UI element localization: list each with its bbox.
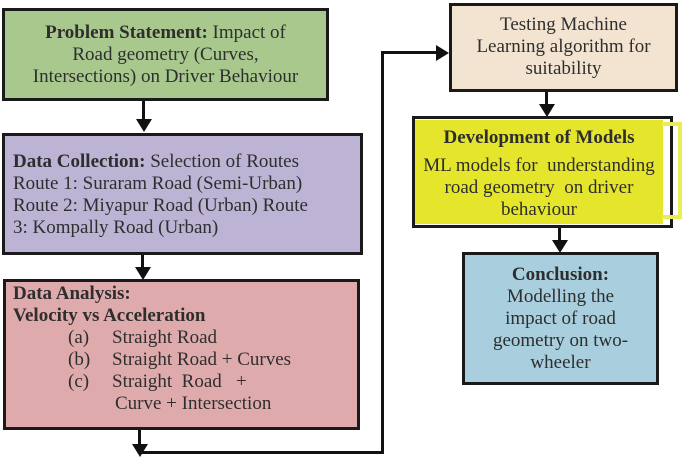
text-line: Road geometry (Curves, — [72, 44, 259, 65]
text-line: Testing Machine — [500, 14, 627, 35]
list-item: (b) Straight Road + Curves — [13, 349, 353, 371]
arrow-collection-to-analysis — [141, 255, 144, 269]
text-line: behaviour — [501, 199, 577, 220]
data-analysis-box: Data Analysis: Velocity vs Acceleration … — [3, 279, 360, 430]
arrowhead-down-icon — [552, 240, 568, 253]
highlight-overflow — [662, 122, 682, 219]
collection-title: Data Collection: — [13, 151, 146, 172]
list-item-continuation: Curve + Intersection — [115, 393, 272, 414]
text-line: Learning algorithm for — [476, 36, 651, 57]
connector-top-segment — [381, 51, 437, 54]
arrowhead-down-icon — [539, 104, 555, 117]
text-line: Data Collection: Selection of Routes — [13, 151, 354, 173]
text-line: Modelling the — [506, 286, 615, 307]
development-title: Development of Models — [443, 127, 635, 148]
list-item-label: (c) — [68, 371, 90, 392]
analysis-title: Data Analysis: — [13, 283, 131, 304]
text-line: geometry on two- — [492, 330, 629, 351]
data-collection-box: Data Collection: Selection of Routes Rou… — [2, 133, 363, 255]
list-item-text: Straight Road + Curves — [112, 349, 292, 370]
list-item-text: Straight Road — [112, 327, 218, 348]
analysis-subtitle: Velocity vs Acceleration — [13, 305, 206, 326]
list-item-label: (a) — [68, 327, 90, 348]
list-item-text: Straight Road + — [112, 371, 247, 392]
text-line: ML models for understanding — [423, 155, 655, 176]
development-box: Development of Models ML models for unde… — [412, 116, 682, 228]
list-item: (c) Straight Road + — [13, 371, 353, 393]
arrowhead-down-icon — [136, 119, 152, 132]
arrowhead-right-icon — [436, 45, 449, 61]
text-line: Intersections) on Driver Behaviour — [32, 66, 299, 87]
problem-statement-box: Problem Statement: Impact of Road geomet… — [2, 8, 329, 101]
list-item-label: (b) — [68, 349, 91, 370]
text-line: 3: Kompally Road (Urban) — [13, 217, 219, 238]
text-line: wheeler — [530, 352, 591, 373]
arrow-development-to-conclusion — [558, 228, 561, 242]
highlight-fill: Development of Models ML models for unde… — [415, 120, 663, 224]
collection-title-rest: Selection of Routes — [145, 151, 300, 172]
arrow-analysis-down — [138, 430, 141, 446]
text-line: Route 1: Suraram Road (Semi-Urban) — [13, 173, 303, 194]
arrowhead-down-icon — [135, 267, 151, 280]
text-line: Route 2: Miyapur Road (Urban) Route — [13, 195, 308, 216]
text-line: Problem Statement: Impact of — [5, 22, 326, 44]
text-line: impact of road — [505, 308, 616, 329]
conclusion-title: Conclusion: — [511, 264, 610, 285]
list-item: (a) Straight Road — [13, 327, 353, 349]
connector-bottom-segment — [140, 451, 384, 454]
problem-title: Problem Statement: — [45, 22, 208, 43]
arrow-testing-to-development — [545, 92, 548, 106]
arrow-problem-to-collection — [142, 101, 145, 121]
conclusion-box: Conclusion: Modelling the impact of road… — [462, 252, 659, 385]
text-line: road geometry on driver — [444, 177, 634, 198]
text-line: suitability — [525, 58, 602, 79]
testing-ml-box: Testing Machine Learning algorithm for s… — [449, 3, 678, 92]
problem-title-rest: Impact of — [207, 22, 286, 43]
connector-right-segment — [381, 51, 384, 454]
